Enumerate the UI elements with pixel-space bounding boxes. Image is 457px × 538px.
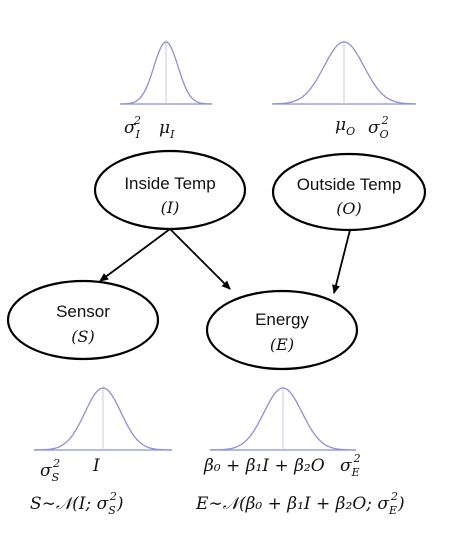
outside-variance-label: σO2 [368, 114, 389, 141]
node-inside-temp-title: Inside Temp [124, 174, 215, 193]
energy-mean-label: β₀ + β₁I + β₂O [203, 456, 325, 476]
outside-mean-label: μO [335, 115, 355, 138]
edge-inside-to-energy [169, 228, 231, 290]
inside-distribution-curve [119, 40, 213, 105]
energy-variance-label: σE2 [340, 452, 361, 479]
node-inside-temp-symbol: (I) [161, 198, 180, 217]
node-sensor-title: Sensor [56, 302, 110, 321]
node-energy[interactable]: Energy (E) [205, 289, 359, 371]
node-outside-temp-title: Outside Temp [297, 175, 402, 194]
sensor-mean-label: I [92, 456, 100, 476]
outside-distribution-curve [271, 40, 417, 105]
energy-distribution-curve [209, 386, 357, 451]
node-inside-temp[interactable]: Inside Temp (I) [93, 149, 247, 231]
energy-equation: E∼𝒩(β₀ + β₁I + β₂O; σE2) [195, 490, 405, 517]
sensor-equation: S∼𝒩(I; σS2) [30, 490, 123, 517]
edge-outside-to-energy [332, 229, 351, 294]
node-sensor-symbol: (S) [71, 327, 94, 346]
node-outside-temp[interactable]: Outside Temp (O) [271, 152, 427, 232]
edge-inside-to-sensor [99, 228, 171, 282]
sensor-distribution-curve [33, 386, 173, 451]
inside-mean-label: μI [159, 118, 175, 141]
node-energy-title: Energy [255, 310, 309, 329]
node-energy-symbol: (E) [270, 335, 294, 354]
node-outside-temp-symbol: (O) [336, 199, 362, 218]
inside-variance-label: σI2 [124, 114, 141, 141]
node-sensor[interactable]: Sensor (S) [6, 279, 160, 361]
sensor-variance-label: σS2 [40, 457, 60, 484]
